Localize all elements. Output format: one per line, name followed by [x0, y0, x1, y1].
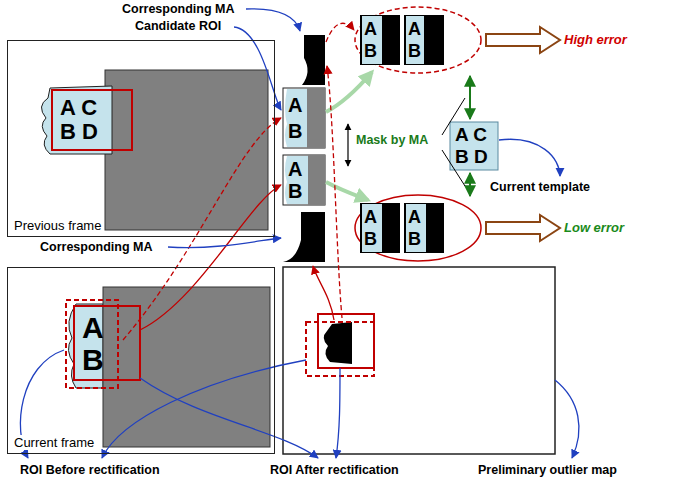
object-blob — [362, 16, 382, 64]
object-letters: A B — [364, 206, 380, 250]
frame-label: Previous frame — [12, 218, 103, 233]
flow-arrow — [123, 118, 281, 340]
flow-arrow — [326, 182, 368, 200]
callout-label: ROI After rectification — [270, 463, 399, 478]
occluder-rect — [103, 287, 270, 447]
compare-arrow — [469, 76, 471, 119]
object-blob — [285, 89, 307, 147]
mask-thumbnail — [283, 35, 325, 85]
masked-image — [360, 203, 400, 253]
high-error-ellipse — [355, 7, 481, 73]
low-error-ellipse — [355, 195, 481, 261]
mask-region — [283, 35, 308, 85]
flow-arrow — [313, 266, 334, 320]
occluder-rect — [308, 155, 325, 205]
compare-arrow — [469, 173, 471, 196]
object-letters: A B — [288, 92, 306, 144]
frame-box: Previous frame — [7, 40, 275, 237]
occluder-rect — [307, 88, 325, 148]
callout-arrow — [102, 360, 306, 458]
mask-label: Mask by MA — [356, 133, 428, 148]
callout-label: Corresponding MA — [122, 2, 235, 17]
roi-rect — [74, 306, 140, 380]
callout-arrow — [246, 9, 300, 31]
callout-label: Current template — [490, 180, 590, 195]
masked-image — [360, 15, 400, 65]
callout-arrow — [168, 238, 281, 248]
candidate-roi — [283, 88, 325, 148]
object-letters: A B — [82, 312, 108, 376]
masked-image — [404, 15, 444, 65]
flow-arrow — [327, 66, 342, 318]
object-letters: A B — [364, 18, 380, 62]
outlier-blob — [324, 322, 352, 364]
outlier-map-panel — [283, 267, 555, 454]
roi-rect-dashed — [306, 322, 374, 376]
object-letters: A C B D — [60, 96, 108, 144]
template-image — [450, 122, 498, 170]
callout-label: Corresponding MA — [40, 240, 153, 255]
callout-arrow — [336, 368, 340, 458]
mask-region — [283, 212, 301, 262]
result-label: Low error — [564, 220, 624, 236]
flow-arrow — [140, 185, 281, 330]
result-arrow — [486, 215, 560, 241]
roi-rect-dashed — [66, 300, 118, 388]
callout-label: Preliminary outlier map — [478, 463, 617, 478]
candidate-roi — [283, 155, 325, 205]
mask-thumbnail — [283, 212, 325, 262]
mask-arrow — [347, 124, 348, 166]
callout-arrow — [555, 380, 579, 458]
flow-arrow — [326, 72, 372, 112]
object-letters: A B — [408, 206, 424, 250]
callout-label: ROI Before rectification — [20, 463, 160, 478]
roi-rect — [52, 90, 132, 150]
frame-label: Current frame — [12, 435, 96, 450]
frame-box: Current frame — [7, 267, 275, 454]
callout-arrow — [499, 139, 560, 176]
callout-label: Candidate ROI — [135, 19, 221, 34]
callout-arrow — [140, 378, 318, 458]
object-blob — [285, 156, 308, 204]
template-letters: A C B D — [455, 124, 495, 168]
object-blob — [406, 16, 424, 64]
object-letters: A B — [408, 18, 424, 62]
masked-image — [404, 203, 444, 253]
object-blob — [406, 204, 426, 252]
object-letters: A B — [288, 158, 306, 202]
result-arrow — [486, 27, 560, 53]
result-label: High error — [564, 32, 627, 48]
flow-arrow — [326, 23, 354, 42]
object-blob — [362, 204, 382, 252]
